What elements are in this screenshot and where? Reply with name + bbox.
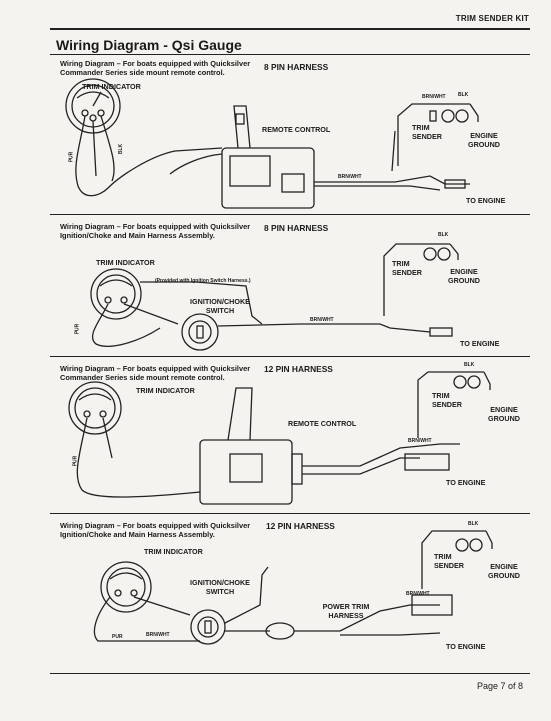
panel-2: Wiring Diagram – For boats equipped with…	[0, 216, 551, 356]
panel-3-to-engine: TO ENGINE	[446, 478, 486, 487]
panel-4-to-engine: TO ENGINE	[446, 642, 486, 651]
panel-3-remote-control: REMOTE CONTROL	[288, 419, 357, 428]
panel-2-harness: 8 PIN HARNESS	[264, 223, 329, 233]
divider-1	[50, 214, 530, 215]
panel-3: Wiring Diagram – For boats equipped with…	[0, 358, 551, 513]
panel-4-brn-wht-right: BRN/WHT	[406, 591, 430, 597]
panel-4-pur: PUR	[112, 634, 123, 640]
panel-2-to-engine: TO ENGINE	[460, 339, 500, 348]
panel-3-harness: 12 PIN HARNESS	[264, 364, 333, 374]
top-rule	[50, 28, 530, 30]
wiring-diagram-3	[68, 371, 491, 505]
panel-1-harness: 8 PIN HARNESS	[264, 62, 329, 72]
panel-2-caption: Wiring Diagram – For boats equipped with…	[60, 222, 251, 240]
panel-1-to-engine: TO ENGINE	[466, 196, 506, 205]
title-rule	[50, 54, 530, 55]
panel-4-trim-indicator: TRIM INDICATOR	[144, 547, 203, 556]
panel-3-trim-sender: TRIM SENDER	[432, 391, 462, 409]
panel-2-trim-sender: TRIM SENDER	[392, 259, 422, 277]
panel-2-blk: BLK	[438, 232, 449, 238]
panel-4: Wiring Diagram – For boats equipped with…	[0, 515, 551, 665]
footer-rule	[50, 673, 530, 674]
panel-2-ignition-switch: IGNITION/CHOKE SWITCH	[190, 297, 250, 315]
panel-1-pur: PUR	[68, 151, 75, 163]
panel-4-brn-wht: BRN/WHT	[146, 632, 170, 638]
panel-4-caption: Wiring Diagram – For boats equipped with…	[60, 521, 251, 539]
panel-4-harness: 12 PIN HARNESS	[266, 521, 335, 531]
panel-4-engine-ground: ENGINE GROUND	[488, 562, 520, 580]
panel-2-engine-ground: ENGINE GROUND	[448, 267, 480, 285]
panel-1-brn-wht: BRN/WHT	[338, 174, 362, 180]
panel-3-blk: BLK	[464, 362, 475, 368]
panel-4-blk: BLK	[468, 521, 479, 527]
panel-1-trim-sender: TRIM SENDER	[412, 123, 442, 141]
panel-3-caption: Wiring Diagram – For boats equipped with…	[60, 364, 251, 382]
panel-1-trim-indicator: TRIM INDICATOR	[82, 82, 141, 91]
panel-3-trim-indicator: TRIM INDICATOR	[136, 386, 195, 395]
panel-3-brn-wht: BRN/WHT	[408, 438, 432, 444]
wiring-diagram-4	[93, 530, 493, 645]
panel-3-pur: PUR	[72, 455, 79, 467]
wiring-diagram-1	[65, 78, 479, 209]
panel-1-caption: Wiring Diagram – For boats equipped with…	[60, 59, 251, 77]
panel-1-remote-control: REMOTE CONTROL	[262, 125, 331, 134]
panel-4-power-trim: POWER TRIM HARNESS	[322, 602, 370, 620]
wiring-diagram-2	[90, 243, 459, 351]
panel-4-ignition-switch: IGNITION/CHOKE SWITCH	[190, 578, 250, 596]
panel-4-trim-sender: TRIM SENDER	[434, 552, 464, 570]
kit-label: TRIM SENDER KIT	[455, 14, 529, 23]
panel-2-brn-wht: BRN/WHT	[310, 317, 334, 323]
panel-3-engine-ground: ENGINE GROUND	[488, 405, 520, 423]
panel-2-note: (Provided with Ignition Switch Harness.)	[155, 278, 251, 284]
panel-1-engine-ground: ENGINE GROUND	[468, 131, 500, 149]
panel-1-blk: BLK	[118, 143, 125, 155]
panel-2-pur: PUR	[74, 323, 81, 335]
panel-1: Wiring Diagram – For boats equipped with…	[0, 56, 551, 214]
panel-1-blk-top: BLK	[458, 92, 469, 98]
divider-2	[50, 356, 530, 357]
panel-2-trim-indicator: TRIM INDICATOR	[96, 258, 155, 267]
page-title: Wiring Diagram - Qsi Gauge	[56, 37, 242, 53]
page-number: Page 7 of 8	[476, 681, 523, 691]
divider-3	[50, 513, 530, 514]
panel-1-brn-wht-top: BRN/WHT	[422, 94, 446, 100]
